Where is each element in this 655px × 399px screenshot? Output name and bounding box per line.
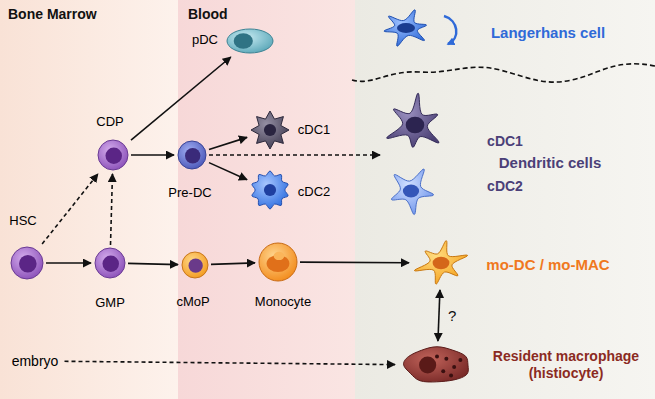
epidermis-boundary: [352, 64, 655, 82]
cell-label: cDC1: [487, 133, 523, 150]
cell-label: HSC: [9, 213, 36, 229]
cell-shape: [178, 141, 206, 169]
cell-illustration: [97, 139, 129, 171]
cell-illustration: [94, 247, 126, 279]
cell-node: cDC1: [250, 110, 290, 150]
dashed-arrow: [111, 174, 113, 245]
self-renewal-arrow: [444, 16, 456, 44]
cell-node: mo-DC / mo-MAC: [412, 238, 470, 288]
cell-node: GMP: [94, 247, 126, 279]
cell-shape: [391, 169, 433, 215]
cell-node: HSC: [10, 246, 44, 280]
bone-marrow-band: [0, 0, 178, 399]
solid-arrow: [209, 163, 247, 180]
cell-label: Monocyte: [255, 294, 311, 310]
cell-label: Resident macrophage (histiocyte): [486, 348, 646, 382]
cell-label: GMP: [95, 295, 125, 311]
cell-illustration: [383, 92, 447, 158]
cell-label: cDC2: [298, 184, 331, 200]
cell-shape: [95, 248, 125, 278]
cell-node: cDC1: [383, 92, 447, 158]
cell-illustration: [10, 246, 44, 280]
cell-shape: [387, 93, 439, 147]
cell-label: Langerhans cell: [491, 24, 605, 42]
cell-shape: [252, 171, 288, 209]
cell-illustration: [250, 110, 290, 150]
cell-illustration: [177, 140, 207, 170]
cell-illustration: [375, 8, 437, 48]
origin-node: embryo: [8, 351, 63, 372]
cell-shape: [227, 29, 273, 53]
cell-node: cMoP: [181, 251, 209, 279]
cell-shape: [404, 347, 469, 382]
cell-illustration: [226, 28, 274, 54]
solid-arrow: [438, 290, 440, 341]
cell-node: Pre-DC: [177, 140, 207, 170]
group-label: Dendritic cells: [499, 154, 602, 172]
cell-label: mo-DC / mo-MAC: [486, 256, 609, 274]
cell-illustration: [250, 170, 290, 210]
solid-arrow: [211, 263, 255, 265]
edge-label: ?: [448, 307, 456, 325]
solid-arrow: [128, 263, 178, 264]
dashed-arrow: [65, 361, 396, 364]
cell-shape: [98, 140, 128, 170]
cell-shape: [11, 247, 43, 279]
cell-node: Resident macrophage (histiocyte): [398, 344, 476, 386]
solid-arrow: [131, 154, 174, 156]
cell-label: cMoP: [176, 294, 209, 310]
cell-shape: [259, 243, 297, 281]
solid-arrow: [209, 137, 247, 149]
cell-label: pDC: [192, 32, 218, 48]
cell-illustration: [181, 251, 209, 279]
solid-arrow: [46, 262, 91, 264]
region-heading: Blood: [188, 6, 228, 23]
cell-illustration: [383, 165, 439, 217]
cell-illustration: [412, 238, 470, 288]
cell-shape: [182, 252, 208, 278]
cell-label: cDC2: [487, 178, 523, 195]
cell-label: CDP: [96, 114, 123, 130]
cell-node: cDC2: [383, 165, 439, 217]
cell-node: CDP: [97, 139, 129, 171]
cell-node: Langerhans cell: [375, 8, 437, 48]
cell-label: Pre-DC: [168, 185, 211, 201]
dashed-arrow: [42, 174, 98, 244]
cell-illustration: [258, 242, 298, 282]
solid-arrow: [131, 57, 231, 140]
cell-node: cDC2: [250, 170, 290, 210]
cell-shape: [251, 111, 289, 149]
cell-shape: [384, 10, 426, 46]
cell-shape: [414, 241, 467, 285]
cell-label: embryo: [12, 353, 59, 370]
dashed-arrow: [209, 154, 380, 156]
cell-label: cDC1: [298, 122, 331, 138]
cell-node: Monocyte: [258, 242, 298, 282]
cell-node: pDC: [226, 28, 274, 54]
cell-illustration: [398, 344, 476, 386]
region-heading: Bone Marrow: [8, 6, 97, 23]
tissue-band: [355, 0, 655, 399]
solid-arrow: [300, 261, 409, 263]
